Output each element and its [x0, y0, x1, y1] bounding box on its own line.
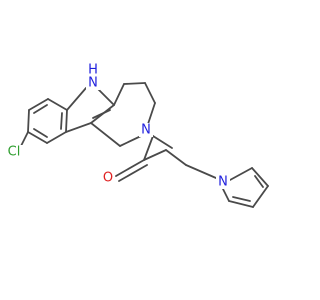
- atom-label-layer: H N N N Cl O: [4, 63, 230, 190]
- benzene-bond: [27, 131, 48, 144]
- n-carbonyl-bond: [152, 135, 173, 149]
- benzene-bond: [65, 109, 68, 133]
- label-background: [4, 145, 24, 159]
- n-c-bond: [143, 135, 154, 161]
- carbonyl-oxygen-label: O: [103, 171, 113, 186]
- indole-double-bond: [92, 109, 111, 119]
- pyrrole-bond: [251, 167, 269, 187]
- pyrrole-bond: [252, 185, 269, 208]
- pyrrole-bond: [229, 167, 253, 181]
- benzene-double-bond: [60, 112, 63, 130]
- c-o-double-bond-a: [115, 159, 145, 177]
- amide-nitrogen-label: N: [141, 123, 151, 138]
- c-o-double-bond-b: [118, 164, 148, 182]
- indole-c-c-bond: [65, 122, 92, 133]
- benzene-double-bond: [33, 104, 48, 114]
- benzene-bond: [46, 131, 67, 144]
- indole-c-n-bond: [66, 87, 87, 111]
- chemical-structure-diagram: H N N N Cl O: [4, 62, 269, 208]
- label-background: [86, 76, 100, 90]
- label-background: [216, 175, 230, 189]
- n-ring-bond: [119, 135, 142, 147]
- label-background: [101, 171, 115, 185]
- ring-bond: [144, 82, 156, 104]
- benzene-bond: [47, 98, 68, 111]
- pyrrole-nitrogen-label: N: [218, 175, 228, 190]
- c-cl-bond: [20, 131, 29, 147]
- pyrrole-double-bond: [232, 196, 251, 202]
- ring-bond-to-n: [147, 102, 156, 125]
- label-background: [139, 123, 153, 137]
- chain-to-pyrrole-bond: [185, 164, 217, 179]
- ring-bond: [113, 83, 125, 106]
- benzene-bond: [28, 98, 49, 111]
- benzene-double-bond: [33, 128, 48, 138]
- chain-bond: [165, 149, 187, 166]
- hydrogen-label: H: [88, 63, 98, 78]
- bond-layer: [20, 82, 269, 208]
- indole-n-c-bond: [96, 87, 115, 106]
- label-background: [86, 63, 100, 77]
- indole-nitrogen-label: N: [88, 76, 98, 91]
- pyrrole-double-bond: [254, 175, 264, 188]
- benzene-bond: [27, 109, 30, 133]
- pyrrole-bond: [222, 188, 230, 202]
- ring-bond: [123, 82, 146, 85]
- pyrrole-bond: [228, 200, 254, 208]
- chain-bond: [143, 149, 167, 161]
- chlorine-label: Cl: [8, 145, 21, 160]
- ring-bond: [90, 122, 121, 147]
